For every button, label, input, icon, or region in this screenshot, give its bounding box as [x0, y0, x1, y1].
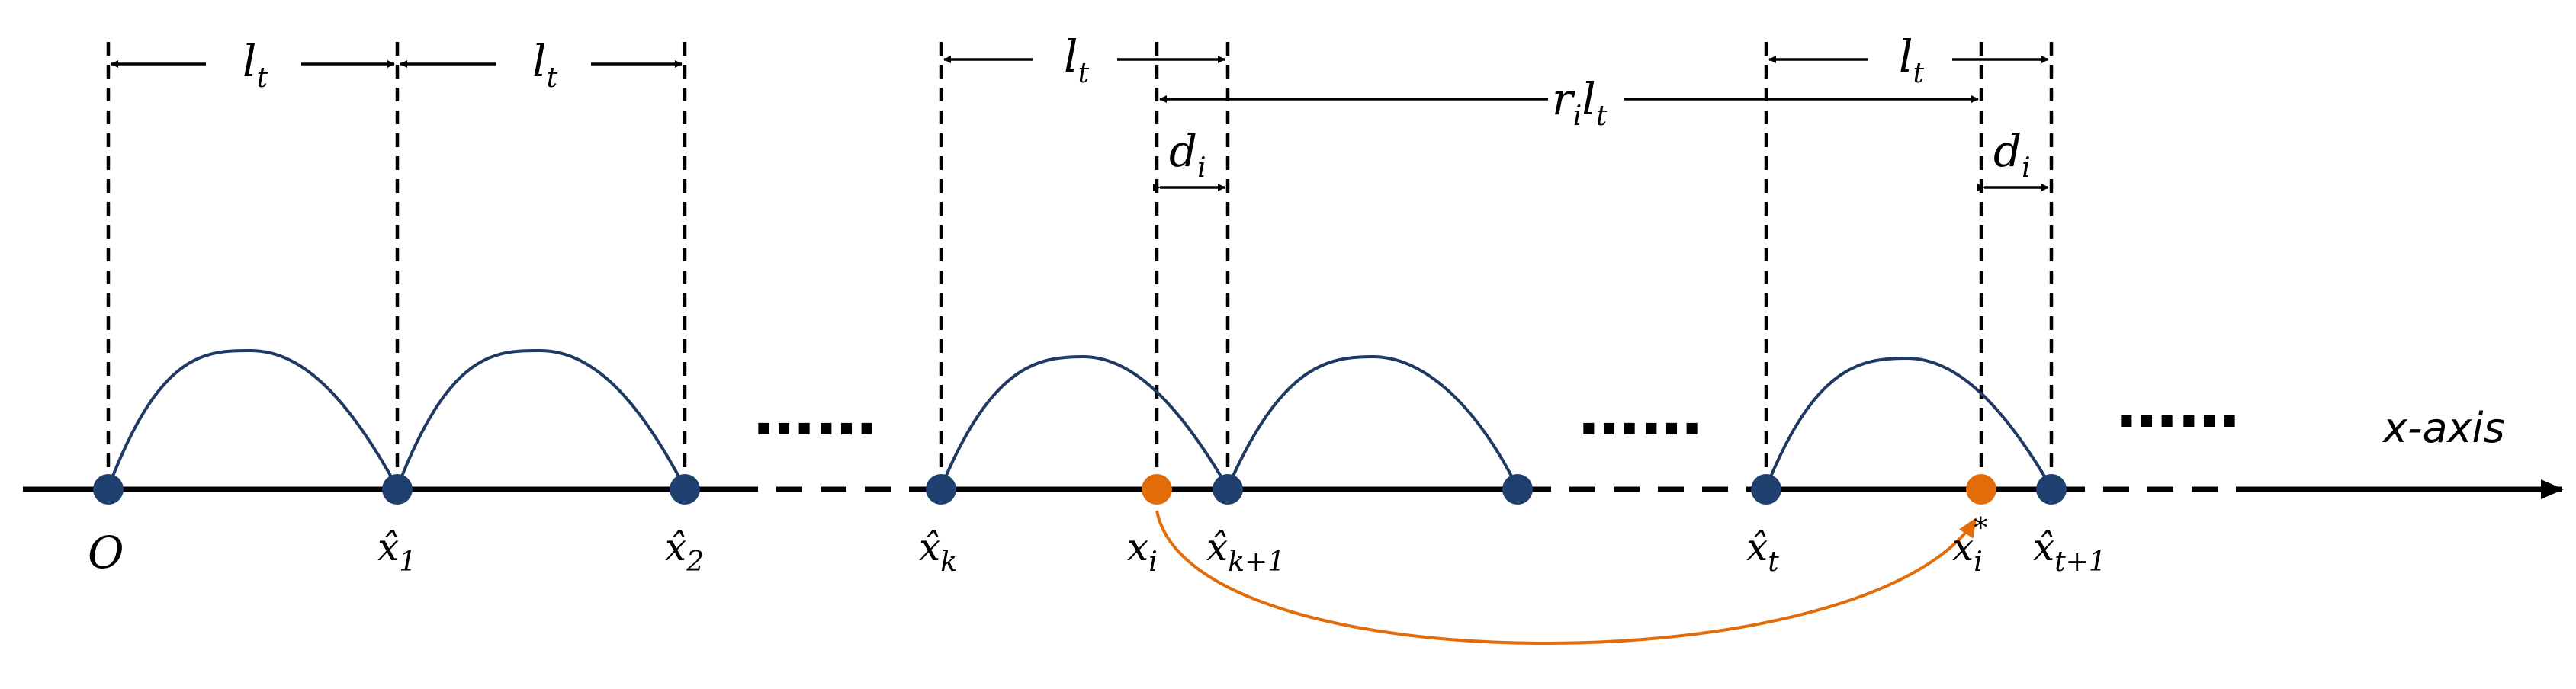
- label-x1: x̂1: [377, 525, 416, 578]
- node-xistar: [1966, 474, 1996, 505]
- dimension-arrows: [111, 56, 2049, 191]
- node-xk: [926, 474, 956, 505]
- label-origin: O: [88, 527, 124, 578]
- ellipsis-3: ……: [2116, 370, 2241, 441]
- label-xi: xi: [1127, 525, 1158, 578]
- label-x2: x̂2: [665, 525, 704, 578]
- node-x2: [670, 474, 700, 505]
- label-di-2: di: [1993, 125, 2031, 184]
- node-xk1: [1213, 474, 1243, 505]
- node-xt: [1751, 474, 1781, 505]
- ellipsis-2: ……: [1579, 378, 1704, 449]
- label-xt: x̂t: [1746, 525, 1779, 578]
- axis-label: x-axis: [2382, 404, 2505, 452]
- ellipses: …… …… ……: [753, 370, 2241, 449]
- arch-1: [107, 348, 399, 489]
- label-xk: x̂k: [919, 525, 957, 578]
- nodes: [93, 474, 2067, 505]
- arch-3: [940, 354, 1229, 489]
- label-lt-1: lt: [243, 35, 268, 94]
- node-x1: [382, 474, 413, 505]
- dimension-labels: lt lt lt lt rilt di di: [243, 30, 2031, 184]
- node-origin: [93, 474, 124, 505]
- mapping-curve: [1155, 510, 1977, 645]
- arches: [107, 348, 2053, 489]
- node-end-arch4: [1502, 474, 1533, 505]
- point-labels: O x̂1 x̂2 x̂k xi x̂k+1 x̂t x*i x̂t+1: [88, 513, 2106, 578]
- label-xistar: x*i: [1952, 513, 1987, 578]
- label-xk1: x̂k+1: [1206, 525, 1285, 578]
- node-xt1: [2036, 474, 2067, 505]
- arch-5: [1765, 356, 2053, 489]
- node-xi: [1142, 474, 1172, 505]
- label-lt-2: lt: [532, 35, 558, 94]
- label-lt-4: lt: [1899, 30, 1925, 89]
- label-xt1: x̂t+1: [2033, 525, 2106, 578]
- label-di-1: di: [1169, 125, 1206, 184]
- label-lt-3: lt: [1064, 30, 1090, 89]
- arch-2: [396, 348, 686, 489]
- ellipsis-1: ……: [753, 378, 878, 449]
- label-rilt: rilt: [1552, 73, 1608, 132]
- arch-4: [1226, 354, 1519, 489]
- guide-lines: [106, 42, 2054, 488]
